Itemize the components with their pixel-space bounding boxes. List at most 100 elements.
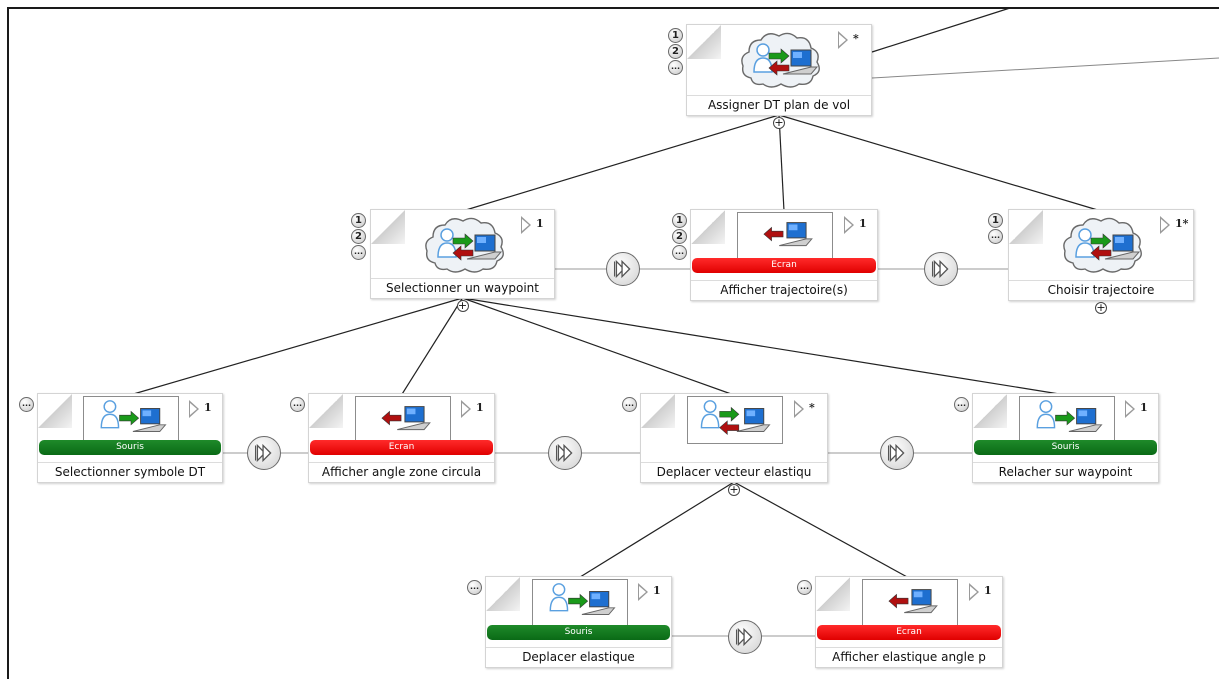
output-device-bar: Ecran: [817, 625, 1001, 640]
task-node-choisir-trajectoire[interactable]: 1* Choisir trajectoire: [1008, 209, 1194, 301]
enabling-operator-icon[interactable]: [548, 436, 582, 470]
input-task-icon: [532, 579, 628, 627]
more-options-icon[interactable]: ...: [797, 580, 812, 595]
task-label: Choisir trajectoire: [1009, 280, 1193, 300]
hierarchy-edge: [400, 297, 464, 396]
play-triangle-icon[interactable]: [521, 216, 531, 234]
more-options-icon[interactable]: ...: [290, 397, 305, 412]
iteration-marker: *: [809, 401, 815, 414]
iteration-marker: 1: [536, 217, 544, 230]
task-label: Selectionner un waypoint: [371, 278, 554, 298]
iteration-marker: 1: [653, 584, 661, 597]
input-device-bar: Souris: [39, 440, 221, 455]
task-label: Afficher trajectoire(s): [691, 280, 877, 300]
interaction-task-icon: [687, 396, 783, 444]
play-triangle-icon[interactable]: [969, 583, 979, 601]
abstract-task-icon: [1059, 213, 1145, 277]
number-1-icon[interactable]: 1: [668, 28, 683, 43]
number-1-icon[interactable]: 1: [988, 213, 1003, 228]
folded-corner-icon: [973, 394, 1007, 428]
number-2-icon[interactable]: 2: [351, 229, 366, 244]
input-device-bar: Souris: [487, 625, 670, 640]
iteration-marker: 1: [204, 401, 212, 414]
play-triangle-icon[interactable]: [1160, 216, 1170, 234]
play-triangle-icon[interactable]: [844, 216, 854, 234]
hierarchy-edge: [778, 114, 1102, 212]
folded-corner-icon: [371, 210, 405, 244]
task-label: Relacher sur waypoint: [973, 462, 1158, 482]
number-2-icon[interactable]: 2: [672, 229, 687, 244]
abstract-task-icon: [421, 213, 507, 277]
folded-corner-icon: [38, 394, 72, 428]
folded-corner-icon: [641, 394, 675, 428]
iteration-marker: 1: [476, 401, 484, 414]
more-options-icon[interactable]: ...: [351, 245, 366, 260]
folded-corner-icon: [486, 577, 520, 611]
output-task-icon: [737, 212, 833, 260]
iteration-marker: 1: [984, 584, 992, 597]
task-label: Afficher angle zone circula: [309, 462, 494, 482]
play-triangle-icon[interactable]: [838, 31, 848, 49]
number-2-icon[interactable]: 2: [668, 44, 683, 59]
more-options-icon[interactable]: ...: [954, 397, 969, 412]
more-options-icon[interactable]: ...: [19, 397, 34, 412]
task-node-deplacer-vecteur[interactable]: * Deplacer vecteur elastiqu: [640, 393, 828, 483]
expand-plus-icon[interactable]: +: [456, 299, 469, 312]
number-1-icon[interactable]: 1: [672, 213, 687, 228]
folded-corner-icon: [309, 394, 343, 428]
task-label: Afficher elastique angle p: [816, 647, 1002, 667]
enabling-operator-icon[interactable]: [247, 436, 281, 470]
expand-plus-icon[interactable]: +: [773, 116, 785, 129]
folded-corner-icon: [687, 25, 721, 59]
play-triangle-icon[interactable]: [638, 583, 648, 601]
enabling-operator-icon[interactable]: [880, 436, 914, 470]
enabling-operator-icon[interactable]: [924, 252, 958, 286]
hierarchy-edge: [462, 297, 1066, 396]
enabling-operator-icon[interactable]: [728, 620, 762, 654]
more-options-icon[interactable]: ...: [467, 580, 482, 595]
expand-plus-icon[interactable]: +: [1095, 301, 1107, 314]
abstract-task-icon: [737, 28, 823, 92]
more-options-icon[interactable]: ...: [622, 397, 637, 412]
hierarchy-edge: [129, 297, 463, 396]
expand-plus-icon[interactable]: +: [728, 483, 740, 496]
hierarchy-edge: [578, 481, 735, 579]
task-label: Assigner DT plan de vol: [687, 95, 871, 115]
iteration-marker: 1: [859, 217, 867, 230]
play-triangle-icon[interactable]: [189, 400, 199, 418]
input-task-icon: [1019, 396, 1115, 444]
play-triangle-icon[interactable]: [1125, 400, 1135, 418]
task-label: Deplacer elastique: [486, 647, 671, 667]
play-triangle-icon[interactable]: [794, 400, 804, 418]
folded-corner-icon: [1009, 210, 1043, 244]
more-options-icon[interactable]: ...: [672, 245, 687, 260]
input-device-bar: Souris: [974, 440, 1157, 455]
task-node-assigner[interactable]: * Assigner DT plan de vol: [686, 24, 872, 116]
iteration-marker: 1*: [1175, 217, 1189, 230]
hierarchy-edge: [778, 114, 785, 212]
task-label: Selectionner symbole DT: [38, 462, 222, 482]
enabling-operator-icon[interactable]: [606, 252, 640, 286]
iteration-marker: 1: [1140, 401, 1148, 414]
output-device-bar: Ecran: [310, 440, 493, 455]
more-options-icon[interactable]: ...: [988, 229, 1003, 244]
input-task-icon: [83, 396, 179, 444]
hierarchy-edge: [462, 297, 735, 396]
hierarchy-edge-offscreen: [871, 57, 1219, 79]
hierarchy-edge: [733, 481, 910, 579]
task-label: Deplacer vecteur elastiqu: [641, 462, 827, 482]
play-triangle-icon[interactable]: [461, 400, 471, 418]
number-1-icon[interactable]: 1: [351, 213, 366, 228]
more-options-icon[interactable]: ...: [668, 60, 683, 75]
iteration-marker: *: [853, 32, 859, 45]
output-task-icon: [355, 396, 451, 444]
folded-corner-icon: [816, 577, 850, 611]
